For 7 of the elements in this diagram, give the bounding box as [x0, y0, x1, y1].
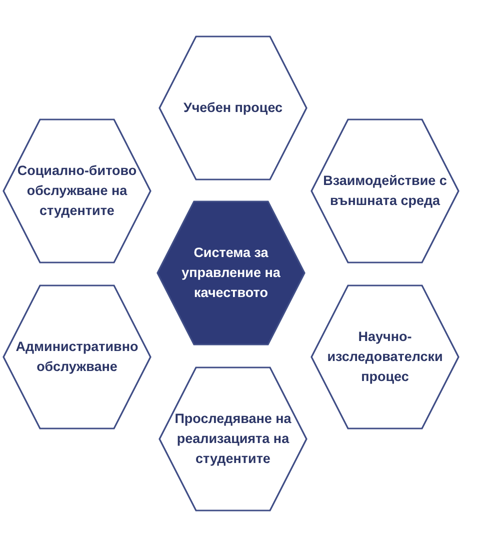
- hexagon-label: Учебен процес: [182, 99, 284, 117]
- hexagon-label: Научно-изследователски процес: [326, 328, 444, 386]
- hexagon-label: Система за управление на качеството: [180, 244, 282, 302]
- hexagon-label: Социално-битово обслужване на студентите: [16, 162, 138, 220]
- hexagon-label: Проследяване на реализацията на студентите: [174, 410, 292, 468]
- hexagon-label: Взаимодействие с външната среда: [322, 172, 448, 210]
- hexagon-label: Административно обслужване: [14, 338, 140, 376]
